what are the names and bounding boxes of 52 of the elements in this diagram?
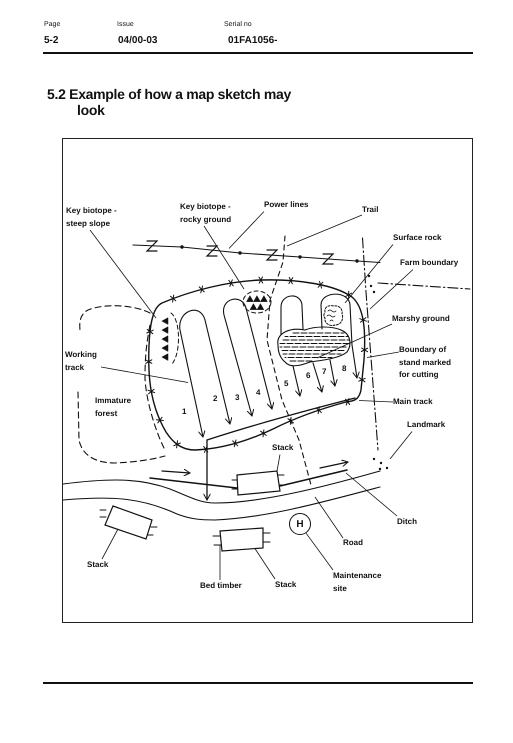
callout-label: Bed timber: [200, 580, 242, 592]
track-number: 5: [284, 378, 288, 389]
leader-line: [102, 528, 118, 560]
callout-label: Farm boundary: [400, 257, 458, 270]
leader-line: [306, 532, 334, 570]
leader-line: [358, 400, 394, 402]
leader-line: [254, 548, 276, 580]
leader-line: [100, 366, 188, 383]
track-number: 4: [256, 387, 260, 398]
track-number: 7: [322, 366, 326, 377]
track-number: 2: [213, 393, 218, 404]
callout-label: Stack: [272, 442, 294, 454]
callout-label: Key biotope - rocky ground: [180, 201, 233, 226]
callout-label: Marshy ground: [392, 313, 450, 326]
serial-number: 01FA1056-: [228, 34, 278, 48]
leader-line: [204, 226, 244, 290]
callout-label: Power lines: [264, 199, 308, 212]
callout-label: Stack: [87, 559, 108, 572]
callout-label: Key biotope - steep slope: [66, 205, 119, 230]
leader-line: [390, 431, 412, 460]
callout-label: Trail: [362, 204, 378, 216]
callout-label: Working track: [65, 349, 101, 374]
track-number: 1: [182, 406, 186, 417]
leader-line: [344, 244, 394, 304]
track-number: 3: [235, 392, 240, 403]
timber-stack: [104, 505, 153, 540]
timber-stack: [219, 527, 264, 552]
page-number: 5-2: [44, 34, 58, 48]
callout-label: Road: [343, 537, 363, 550]
callout-label: Maintenance site: [333, 570, 385, 595]
callout-label: Main track: [393, 396, 433, 408]
section-heading: 5.2 Example of how a map sketch may look: [47, 86, 292, 118]
callout-label: Stack: [275, 579, 296, 592]
issue-number: 04/00-03: [118, 34, 158, 48]
leader-line: [286, 214, 362, 246]
leader-line: [316, 324, 392, 358]
leader-line: [90, 230, 156, 318]
callout-label: Boundary of stand marked for cutting: [399, 344, 453, 382]
timber-stack: [236, 470, 281, 496]
leader-line: [228, 211, 264, 249]
track-number: 6: [306, 370, 310, 381]
leader-line: [276, 454, 280, 472]
map-symbol: H: [289, 513, 311, 535]
leader-line: [346, 472, 398, 516]
area-label: Immature forest: [95, 395, 132, 420]
leader-line: [370, 269, 414, 310]
callout-label: Ditch: [397, 516, 417, 528]
leader-line: [366, 352, 400, 358]
callout-label: Surface rock: [393, 232, 442, 244]
leader-line: [314, 496, 344, 538]
track-number: 8: [342, 363, 346, 374]
callout-label: Landmark: [407, 419, 446, 432]
